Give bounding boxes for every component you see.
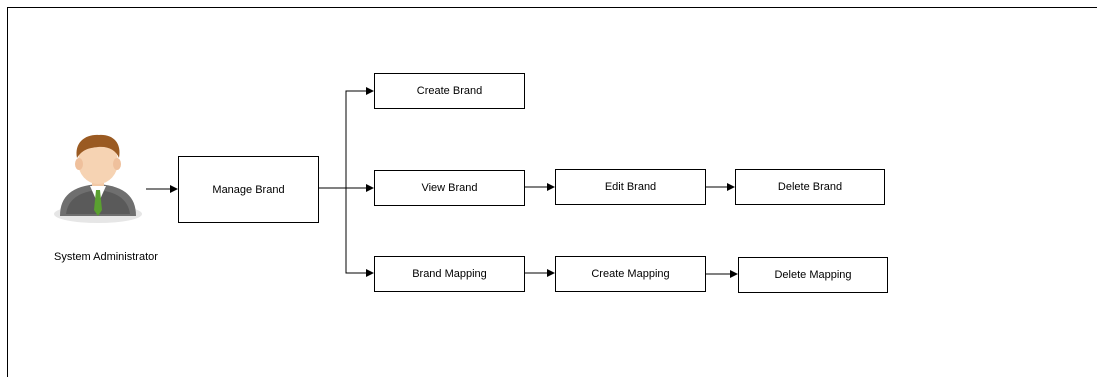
delete-mapping-label: Delete Mapping [774, 269, 852, 281]
brand-mapping-label: Brand Mapping [412, 268, 487, 280]
edge-manage-create [345, 87, 374, 188]
actor-label: System Administrator [54, 251, 158, 263]
edge-manage-mapping [345, 188, 374, 277]
edit-brand-label: Edit Brand [604, 181, 657, 193]
manage-brand-node[interactable]: Manage Brand [178, 156, 319, 223]
delete-mapping-node[interactable]: Delete Mapping [738, 257, 888, 293]
manage-brand-label: Manage Brand [212, 183, 285, 196]
view-brand-node[interactable]: View Brand [374, 170, 525, 206]
brand-mapping-node[interactable]: Brand Mapping [374, 256, 525, 292]
delete-brand-node[interactable]: Delete Brand [735, 169, 885, 205]
system-administrator-avatar-icon [54, 134, 142, 223]
create-mapping-node[interactable]: Create Mapping [555, 256, 706, 292]
delete-brand-label: Delete Brand [777, 181, 843, 193]
diagram-frame [7, 7, 1097, 377]
create-mapping-label: Create Mapping [591, 268, 670, 280]
edit-brand-node[interactable]: Edit Brand [555, 169, 706, 205]
create-brand-node[interactable]: Create Brand [374, 73, 525, 109]
create-brand-label: Create Brand [416, 85, 483, 97]
view-brand-label: View Brand [421, 182, 478, 194]
